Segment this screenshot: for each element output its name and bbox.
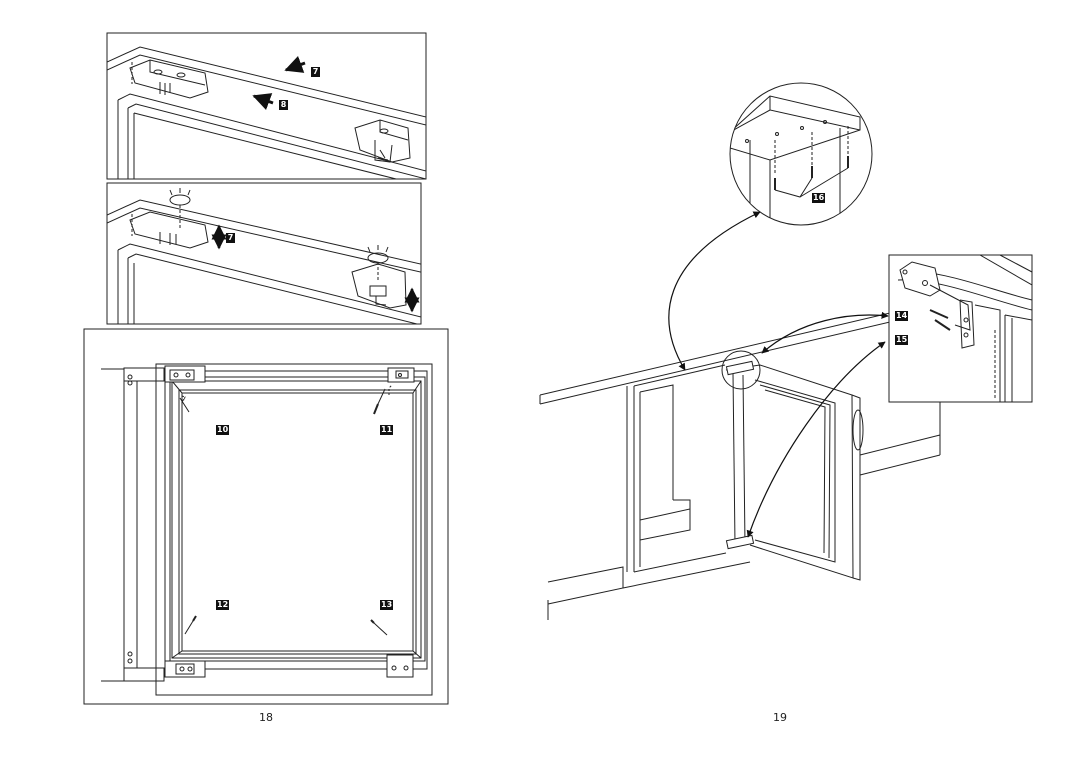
callout-11: 11 — [380, 425, 394, 435]
callout-14: 14 — [895, 311, 909, 321]
cabinet-door-illustration — [539, 312, 941, 620]
page-number-right: 19 — [773, 711, 787, 724]
panel-hinge-slide — [106, 32, 427, 180]
panel-hinge-adjust — [106, 182, 422, 325]
callout-7-top: 7 — [311, 67, 320, 77]
callout-13: 13 — [380, 600, 394, 610]
callout-10: 10 — [216, 425, 230, 435]
panel-door-front — [83, 328, 449, 705]
callout-12: 12 — [216, 600, 230, 610]
callout-8: 8 — [279, 100, 288, 110]
callout-7-adjust: 7 — [226, 233, 235, 243]
detail-circle-screws — [729, 82, 873, 226]
callout-15: 15 — [895, 335, 909, 345]
detail-hinge-box — [888, 254, 1033, 403]
callout-16: 16 — [812, 193, 826, 203]
callout-arrows — [668, 211, 889, 538]
page-number-left: 18 — [259, 711, 273, 724]
